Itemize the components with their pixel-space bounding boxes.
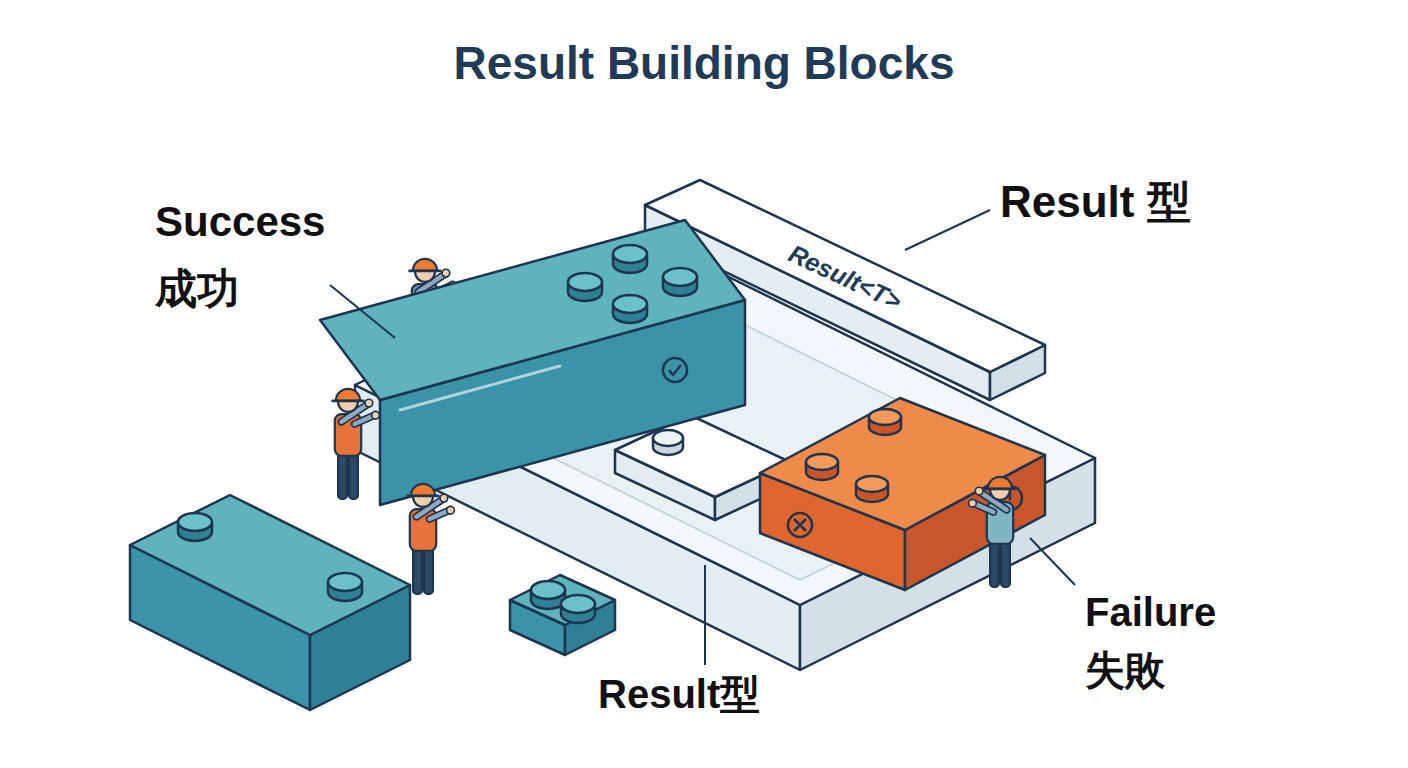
small-brick-part: [561, 595, 595, 623]
worker-figure: [333, 389, 1016, 594]
leader-line-part: [905, 210, 990, 250]
callout-label: Result 型: [1000, 176, 1280, 229]
worker-figure-part: [333, 389, 380, 499]
failure-block: [760, 398, 1045, 590]
callout-label: Success 成功: [155, 188, 355, 322]
loose-block-part: [130, 495, 410, 635]
failure-block-part: [788, 513, 812, 537]
leader-line: [330, 210, 1075, 665]
loose-block-part: [328, 573, 362, 601]
success-block-part: [663, 358, 687, 382]
small-brick-part: [510, 575, 615, 625]
worker-figure-part: [408, 484, 455, 594]
success-block-part: [663, 268, 697, 296]
small-white-block-part: [653, 430, 683, 455]
success-block-part: [669, 365, 681, 375]
callout-label: Failure 失敗: [1085, 583, 1260, 699]
success-block-part: [568, 273, 602, 301]
success-block-part: [613, 295, 647, 323]
diagram-title: Result Building Blocks: [0, 36, 1408, 90]
loose-block-part: [178, 513, 212, 541]
failure-block-part: [794, 519, 806, 531]
leader-line-part: [330, 285, 395, 338]
failure-block-part: [869, 409, 901, 435]
callout-label: Result型: [598, 670, 858, 718]
failure-block-part: [806, 454, 838, 480]
success-block: [320, 220, 745, 505]
leader-line-part: [1030, 538, 1075, 585]
success-block-part: [613, 245, 647, 273]
failure-block-part: [856, 476, 888, 502]
leader-line-part: [704, 565, 706, 665]
success-block-part: [400, 366, 560, 410]
worker-figure-part: [969, 477, 1016, 587]
loose-block: [130, 495, 410, 710]
small-brick: [510, 575, 615, 655]
